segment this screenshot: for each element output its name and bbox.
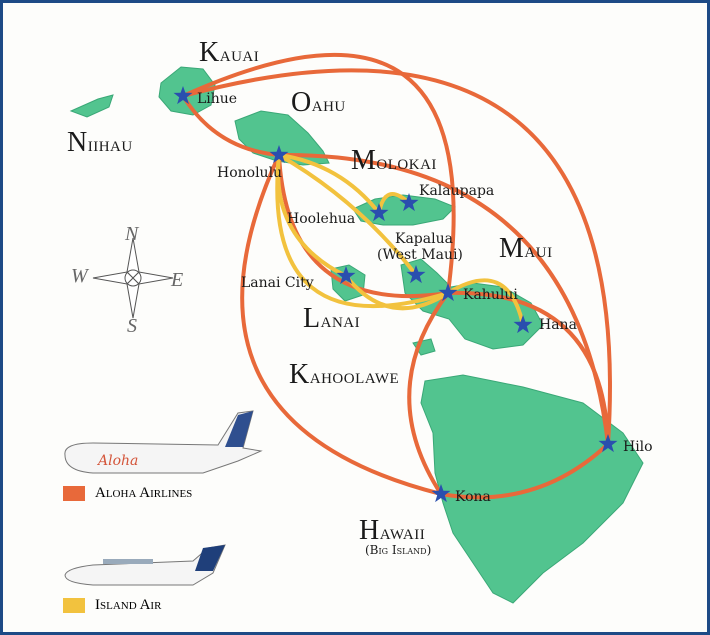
aloha-plane-icon: Aloha — [64, 410, 263, 474]
city-kalaupapa: Kalaupapa — [419, 183, 495, 199]
airport-star-icon-kahului — [438, 283, 458, 302]
island-label-hawaii: Hawaii — [359, 515, 426, 546]
city-kapalua-sub: (West Maui) — [377, 247, 463, 263]
route-aloha-kahului-hilo — [446, 290, 610, 446]
route-aloha-lihue-honolulu — [181, 94, 281, 157]
legend-aloha-label: Aloha Airlines — [95, 485, 193, 501]
island-label-lanai: Lanai — [303, 303, 361, 334]
city-honolulu: Honolulu — [217, 165, 283, 181]
island-label-kauai: Kauai — [199, 37, 260, 68]
airport-star-icon-kapalua — [406, 265, 426, 284]
airport-star-icon-kona — [431, 484, 451, 503]
legend-island-air: Island Air — [63, 597, 161, 614]
city-hilo: Hilo — [623, 439, 653, 455]
route-aloha-kona-hilo — [439, 442, 610, 500]
island-label-maui: Maui — [499, 233, 553, 264]
city-kahului: Kahului — [463, 287, 518, 303]
island-air-plane-icon — [64, 544, 226, 586]
city-lihue: Lihue — [197, 91, 238, 107]
city-hana: Hana — [539, 317, 577, 333]
airport-star-icon-hana — [513, 315, 533, 334]
airport-star-icon-hoolehua — [369, 203, 389, 222]
compass-n: N — [125, 223, 139, 245]
route-island-honolulu-kapalua — [277, 153, 418, 277]
city-kapalua: Kapalua — [395, 231, 453, 247]
route-island-lanai-city-kahului — [344, 274, 450, 311]
route-aloha-lihue-hilo — [181, 68, 612, 446]
airport-star-icon-kalaupapa — [399, 193, 419, 212]
big-island-sublabel: (Big Island) — [365, 543, 432, 557]
legend-aloha: Aloha Airlines — [63, 485, 192, 502]
island-niihau — [69, 94, 114, 118]
island-label-kahoolawe: Kahoolawe — [289, 359, 400, 390]
legend-island-air-label: Island Air — [95, 597, 162, 613]
route-island-honolulu-kahului — [275, 153, 450, 309]
compass-w: W — [71, 265, 88, 287]
map-canvas: Aloha — [64, 52, 644, 604]
compass-rose-icon — [92, 237, 174, 319]
city-hoolehua: Hoolehua — [287, 211, 356, 227]
island-maui — [400, 258, 544, 350]
city-kona: Kona — [455, 489, 491, 505]
aloha-swatch — [63, 486, 85, 501]
compass-s: S — [127, 315, 137, 337]
island-label-oahu: Oahu — [291, 87, 346, 118]
island-kauai — [158, 66, 216, 116]
svg-text:Aloha: Aloha — [96, 453, 138, 469]
route-aloha-honolulu-kahului — [277, 153, 450, 299]
route-island-kahului-hana — [446, 278, 525, 327]
compass-e: E — [171, 269, 184, 291]
route-aloha-kahului-kona — [407, 291, 450, 496]
route-aloha-honolulu-kona — [240, 153, 443, 496]
airport-star-icon-lanai-city — [336, 266, 356, 285]
route-island-honolulu-hoolehua — [277, 153, 381, 215]
airport-star-icon-honolulu — [269, 145, 289, 164]
island-label-niihau: Niihau — [67, 127, 133, 158]
airport-star-icon-hilo — [598, 434, 618, 453]
airport-star-icon-lihue — [173, 86, 193, 105]
city-lanai-city: Lanai City — [241, 275, 314, 291]
island-label-molokai: Molokai — [351, 145, 437, 176]
island-air-swatch — [63, 598, 85, 613]
